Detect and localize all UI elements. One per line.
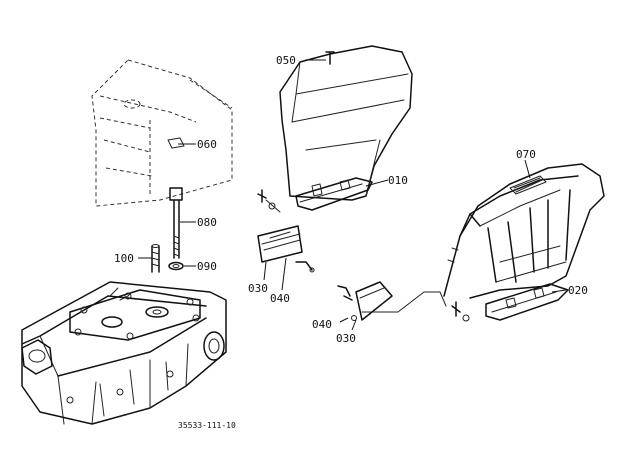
transmission-housing bbox=[21, 281, 227, 425]
label-020: 020 bbox=[568, 284, 588, 297]
part-080-bolt[interactable] bbox=[169, 187, 183, 259]
label-100: 100 bbox=[114, 252, 134, 265]
label-010: 010 bbox=[388, 174, 408, 187]
leader-lines bbox=[138, 59, 567, 331]
part-060-plug[interactable] bbox=[167, 137, 185, 149]
part-020-seat-bracket[interactable] bbox=[485, 283, 569, 321]
figure-code: 35533-111-10 bbox=[178, 421, 236, 430]
wire-harness bbox=[361, 291, 447, 313]
seat-bolt-left[interactable] bbox=[257, 189, 281, 213]
label-070: 070 bbox=[516, 148, 536, 161]
part-010-seat-bracket[interactable] bbox=[295, 177, 373, 211]
label-050: 050 bbox=[276, 54, 296, 67]
part-100-stud[interactable] bbox=[151, 244, 160, 273]
seat-backrest[interactable] bbox=[279, 45, 413, 201]
phantom-body-outline bbox=[91, 59, 233, 207]
part-070-fender-frame[interactable] bbox=[443, 163, 605, 299]
label-040-right: 040 bbox=[312, 318, 332, 331]
part-030-040-bracket-left[interactable] bbox=[257, 225, 315, 273]
label-040-left: 040 bbox=[270, 292, 290, 305]
label-030-right: 030 bbox=[336, 332, 356, 345]
label-030-left: 030 bbox=[248, 282, 268, 295]
part-090-washer[interactable] bbox=[168, 261, 184, 271]
part-030-040-switch-right[interactable] bbox=[337, 281, 393, 321]
label-090: 090 bbox=[197, 260, 217, 273]
label-080: 080 bbox=[197, 216, 217, 229]
label-060: 060 bbox=[197, 138, 217, 151]
seat-bolt-right[interactable] bbox=[451, 301, 470, 322]
